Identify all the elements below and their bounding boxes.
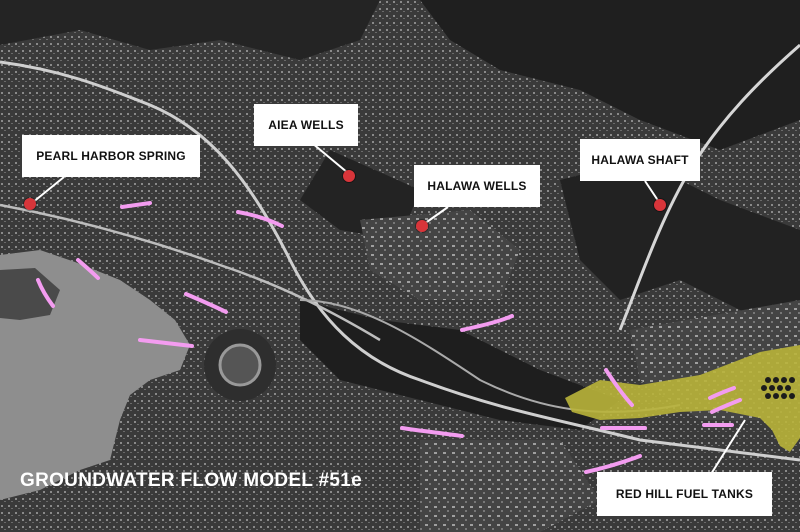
leader-pearl-harbor-spring	[31, 176, 65, 204]
flow-line	[460, 314, 514, 332]
leader-lines	[31, 142, 746, 483]
flow-line	[584, 454, 642, 474]
halawa-shaft-marker[interactable]	[654, 199, 666, 211]
residential-halawa	[360, 210, 520, 300]
label-red-hill-fuel-tanks[interactable]: RED HILL FUEL TANKS	[597, 472, 772, 516]
ridge-northeast	[420, 0, 800, 150]
stadium	[218, 343, 262, 387]
valley-south	[300, 300, 620, 430]
leader-halawa-shaft	[644, 180, 660, 203]
flow-line	[184, 292, 228, 314]
flow-line	[604, 368, 634, 407]
map-title: GROUNDWATER FLOW MODEL #51e	[20, 470, 363, 491]
ridge-north	[0, 0, 380, 60]
flow-line	[708, 386, 736, 400]
label-halawa-shaft[interactable]: HALAWA SHAFT	[580, 139, 700, 181]
label-pearl-harbor-spring[interactable]: PEARL HARBOR SPRING	[22, 135, 200, 177]
aiea-wells-marker[interactable]	[343, 170, 355, 182]
flow-line	[710, 398, 742, 414]
residential-south	[420, 440, 600, 532]
halawa-wells-marker[interactable]	[416, 220, 428, 232]
flow-line	[236, 210, 284, 228]
flow-line	[76, 258, 100, 280]
groundwater-flow-lines	[36, 201, 742, 474]
highway-west	[0, 203, 381, 342]
fuel-tanks	[761, 377, 795, 399]
flow-line	[400, 426, 464, 438]
label-aiea-wells[interactable]: AIEA WELLS	[254, 104, 358, 146]
flow-line	[138, 338, 194, 348]
leader-halawa-wells	[423, 206, 449, 225]
flow-line	[36, 278, 55, 308]
valley-east	[560, 160, 800, 330]
flow-line	[120, 201, 152, 209]
label-halawa-wells[interactable]: HALAWA WELLS	[414, 165, 540, 207]
highway-h1	[0, 60, 800, 462]
leader-red-hill-fuel-tanks	[705, 419, 746, 483]
fuel-facility-area	[565, 345, 800, 452]
pearl-harbor-spring-marker[interactable]	[24, 198, 36, 210]
leader-aiea-wells	[311, 142, 349, 174]
harbor-peninsula	[0, 268, 60, 320]
